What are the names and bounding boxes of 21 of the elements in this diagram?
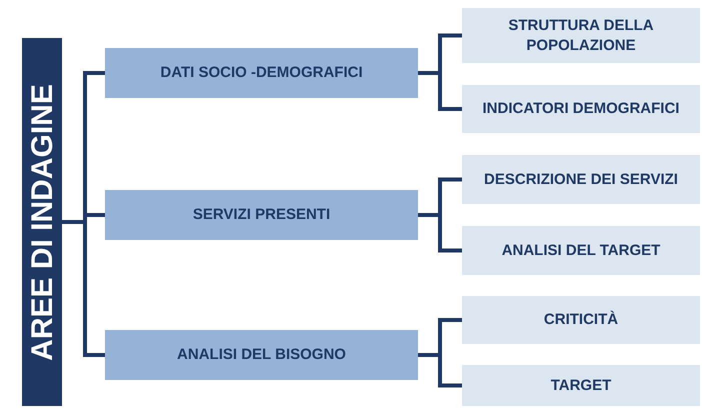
- title-text: AREE DI INDAGINE: [24, 84, 60, 360]
- topic-box: [462, 226, 700, 275]
- category-box: [105, 48, 418, 98]
- topic-box: [462, 365, 700, 406]
- topic-box: [462, 296, 700, 344]
- label-text: ANALISI DEL BISOGNO: [177, 345, 346, 365]
- category-box: [105, 190, 418, 240]
- label-text: DATI SOCIO -DEMOGRAFICI: [160, 63, 363, 83]
- label-text: ANALISI DEL TARGET: [502, 240, 660, 260]
- category-box: [105, 330, 418, 380]
- label-text: CRITICITÀ: [544, 310, 618, 330]
- label-text: INDICATORI DEMOGRAFICI: [482, 99, 680, 119]
- topic-box: [462, 8, 700, 63]
- label-text: STRUTTURA DELLA POPOLAZIONE: [507, 16, 655, 55]
- connector-line: [62, 220, 105, 357]
- label-text: DESCRIZIONE DEI SERVIZI: [484, 170, 678, 190]
- label-text: TARGET: [550, 376, 612, 396]
- topic-box: [462, 85, 700, 133]
- label-text: SERVIZI PRESENTI: [192, 205, 330, 225]
- title-band: [22, 38, 62, 406]
- topic-box: [462, 155, 700, 204]
